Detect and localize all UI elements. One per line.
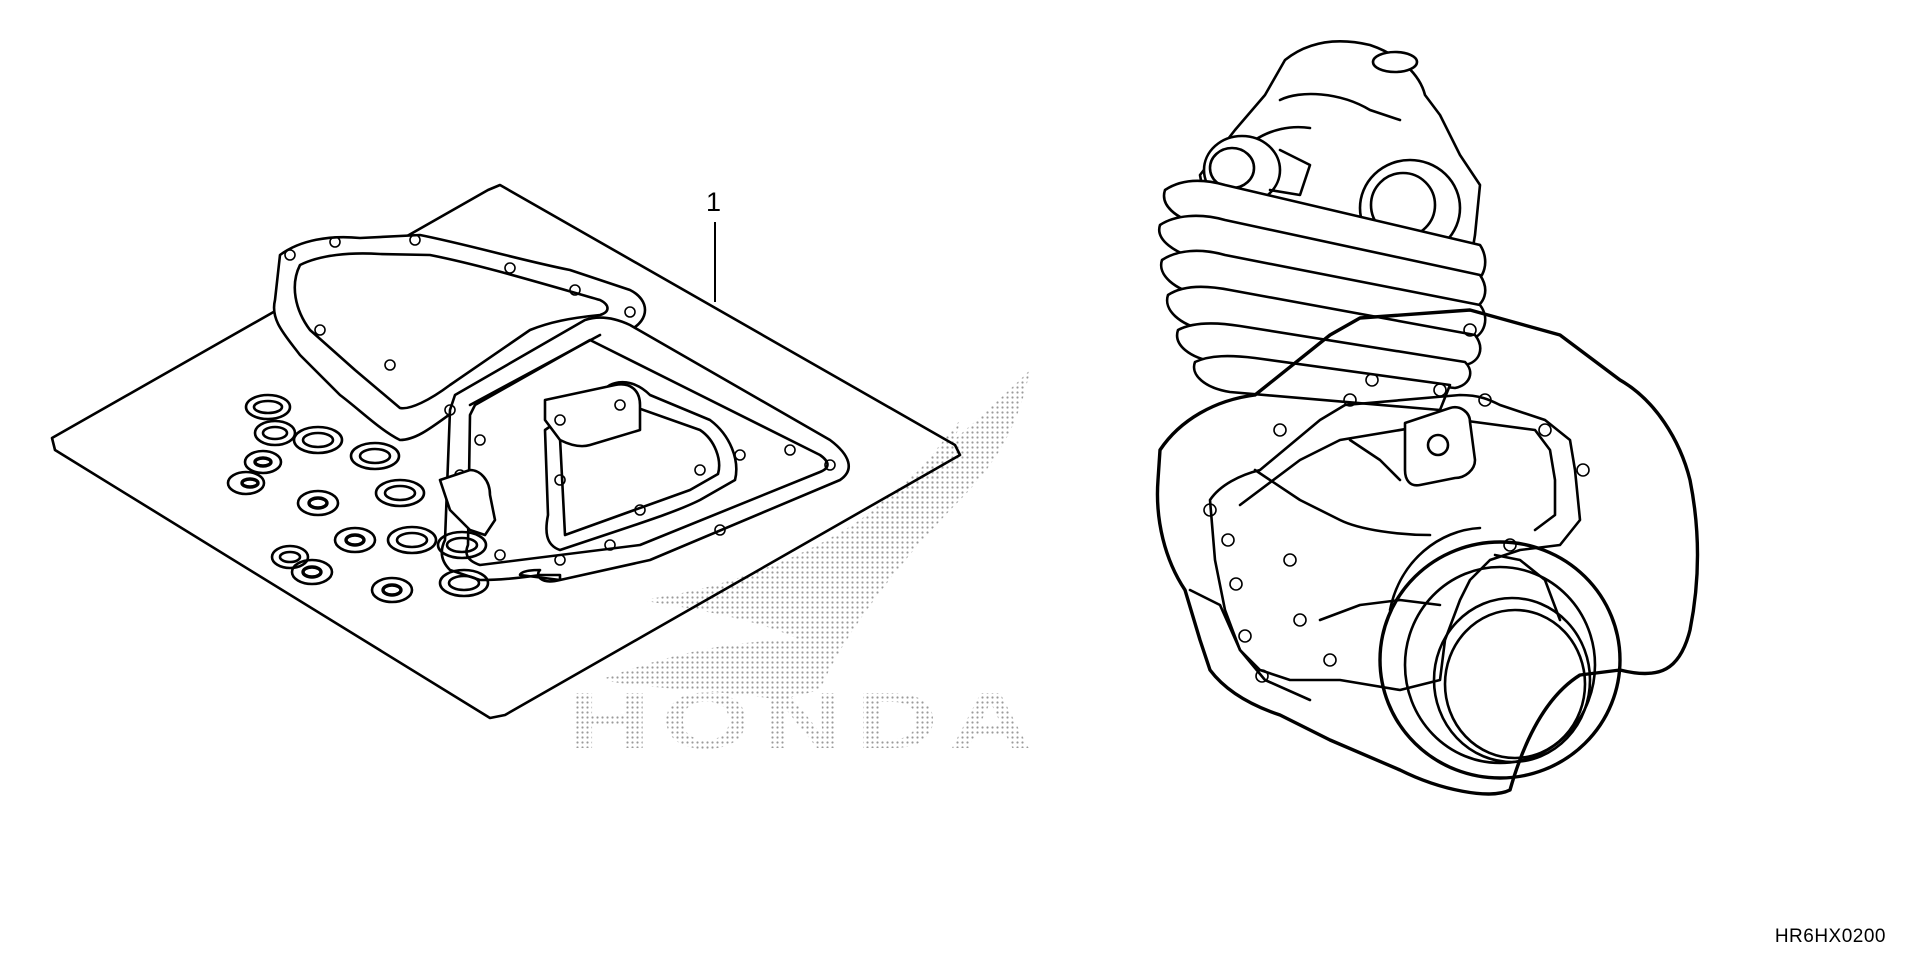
o-rings [226, 393, 490, 604]
gasket-strip [438, 468, 497, 537]
honda-wordmark: HONDA [568, 676, 1043, 765]
honda-wing-logo [600, 370, 1030, 700]
head-cap [1371, 50, 1419, 74]
callout-1: 1 [706, 187, 721, 302]
honda-watermark: HONDA [568, 370, 1043, 765]
engine-bolt-holes [1203, 323, 1590, 683]
gasket-plate [543, 383, 642, 448]
cylinder-fins [1157, 179, 1487, 412]
engine-assembly [1155, 40, 1700, 796]
drawing-code: HR6HX0200 [1774, 926, 1886, 947]
cover-plate [1403, 406, 1477, 487]
side-cover [1208, 393, 1582, 692]
bearing-housing [1378, 540, 1622, 780]
gasket-kit [50, 183, 962, 720]
callout-label: 1 [706, 187, 721, 217]
